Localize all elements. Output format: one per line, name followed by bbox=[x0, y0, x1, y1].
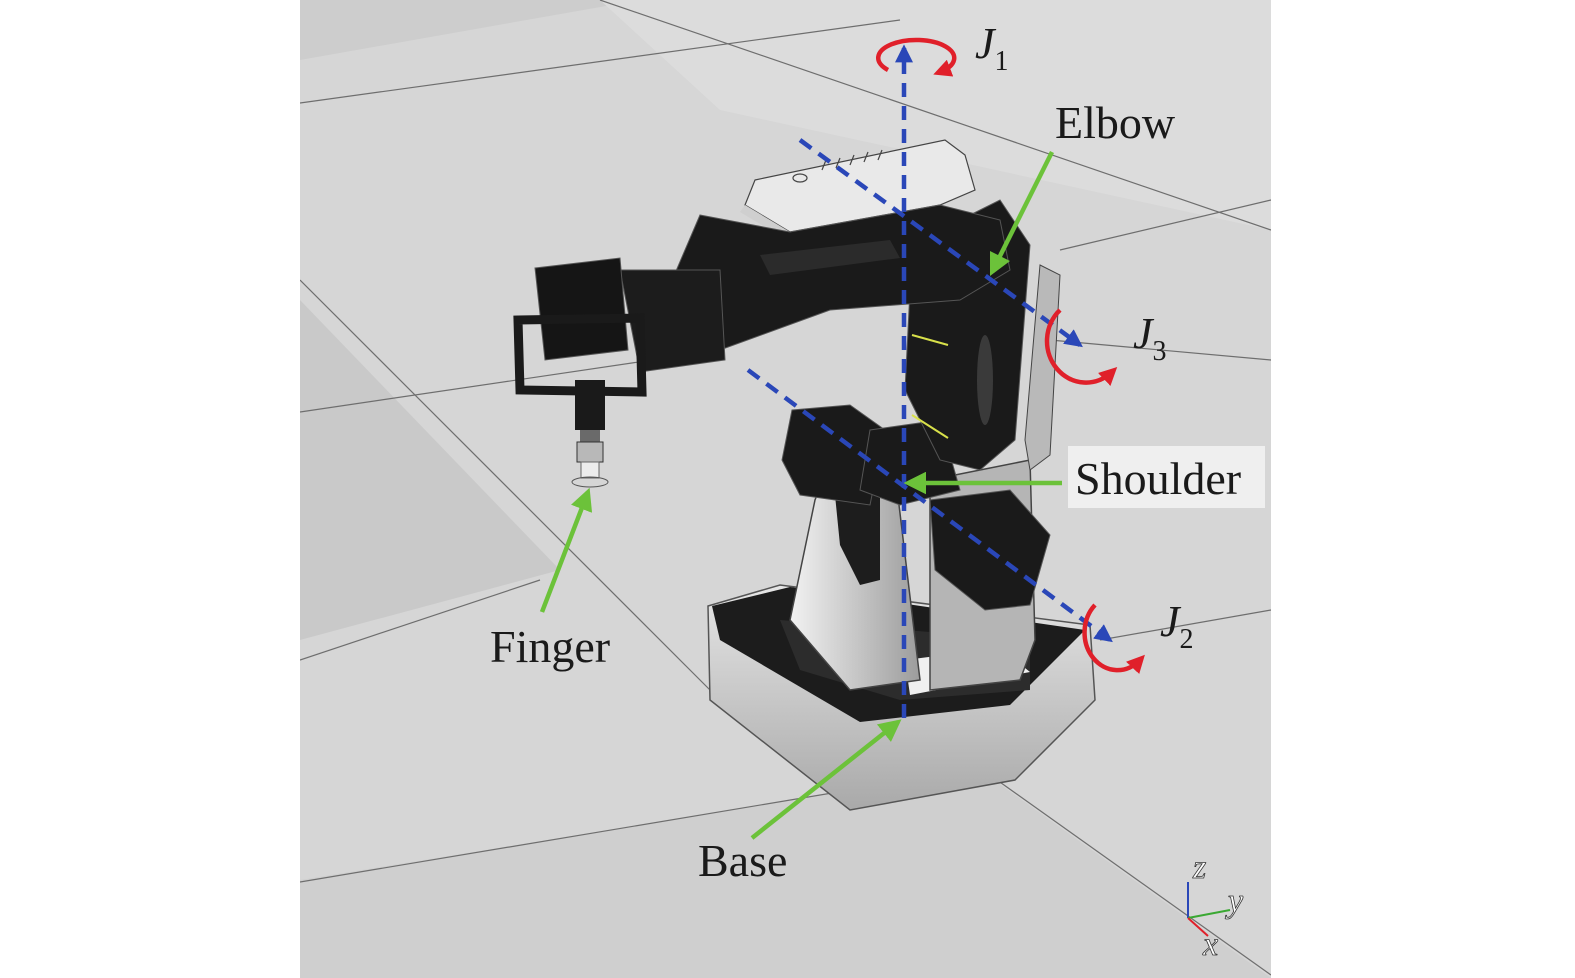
base-label: Base bbox=[698, 835, 787, 886]
j2-axis-line bbox=[746, 368, 1113, 643]
j3-label: J3 bbox=[1133, 309, 1167, 367]
axes-triad: z y x bbox=[1187, 849, 1244, 963]
j3-axis-line bbox=[798, 138, 1083, 348]
shoulder-label: Shoulder bbox=[1075, 453, 1241, 504]
forearm-link bbox=[619, 204, 1011, 373]
base-pointer-arrow bbox=[750, 719, 902, 840]
finger-label: Finger bbox=[490, 621, 610, 672]
end-effector bbox=[513, 257, 647, 488]
axis-y-label: y bbox=[1225, 883, 1244, 920]
j1-label: J1 bbox=[975, 19, 1009, 77]
j2-label: J2 bbox=[1160, 597, 1194, 655]
axis-x-label: x bbox=[1202, 926, 1218, 963]
j1-rotation-arrow bbox=[876, 37, 957, 77]
finger-pointer-arrow bbox=[539, 487, 593, 613]
joint-axes bbox=[746, 44, 1113, 718]
shoulder-label-background bbox=[1068, 446, 1265, 508]
j2-rotation-arrow bbox=[1082, 603, 1145, 675]
pointer-arrows bbox=[539, 150, 1062, 840]
rotation-arrows bbox=[876, 37, 1145, 675]
j3-rotation-arrow bbox=[1044, 308, 1118, 386]
elbow-label: Elbow bbox=[1055, 97, 1176, 148]
elbow-pointer-arrow bbox=[989, 150, 1055, 277]
axis-z-label: z bbox=[1192, 849, 1206, 886]
